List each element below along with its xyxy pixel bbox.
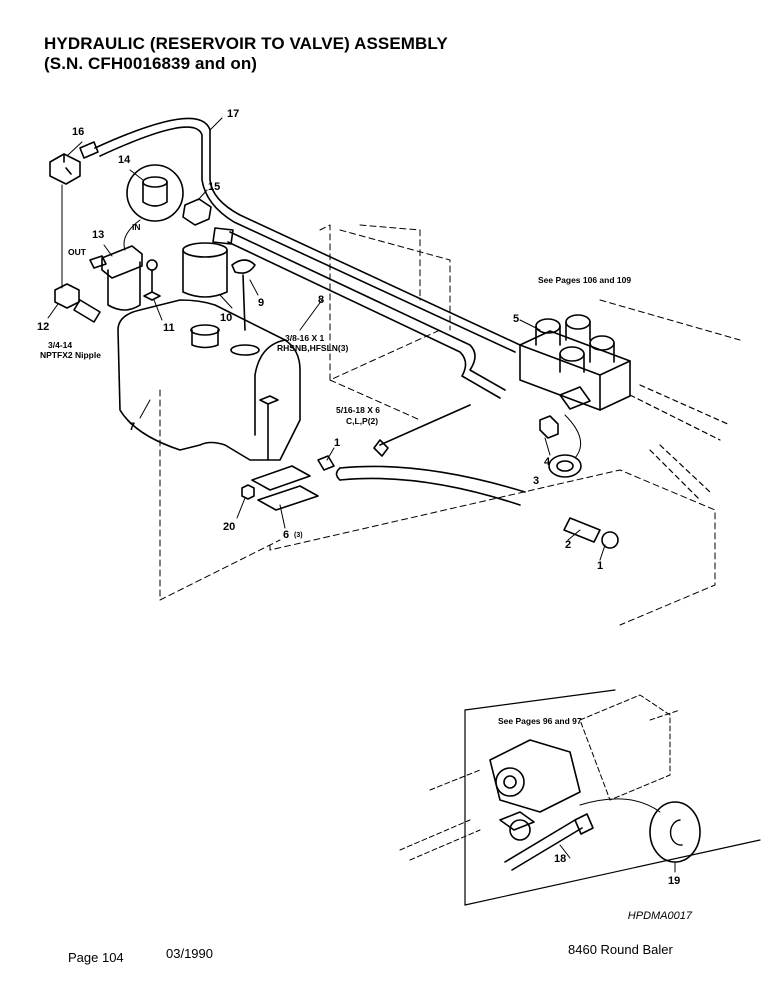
callout-11: 11 <box>163 322 175 334</box>
callout-10: 10 <box>220 312 232 324</box>
callout-17: 17 <box>227 108 239 120</box>
elbow-12 <box>54 283 101 323</box>
o-ring-3 <box>548 454 582 478</box>
bolt-b-line2: C,L,P(2) <box>346 416 378 426</box>
model-name: 8460 Round Baler <box>568 942 673 957</box>
note-see-pages-valve: See Pages 106 and 109 <box>538 275 631 285</box>
filter-element-14 <box>126 164 184 222</box>
right-hoses <box>629 384 731 501</box>
valve-5 <box>519 314 631 411</box>
o-ring-19 <box>649 801 701 863</box>
hose-8 <box>212 227 506 399</box>
page-subtitle: (S.N. CFH0016839 and on) <box>44 54 258 73</box>
callout-13: 13 <box>92 229 104 241</box>
canister-10 <box>182 242 228 298</box>
callout-9: 9 <box>258 297 264 309</box>
callout-1-lower: 1 <box>597 560 603 572</box>
bolt-b <box>373 404 471 457</box>
bolt-a-line2: RHSNB,HFSLN(3) <box>277 343 348 353</box>
callout-16: 16 <box>72 126 84 138</box>
callout-20: 20 <box>223 521 235 533</box>
figure-code: HPDMA0017 <box>627 910 692 922</box>
tee-16 <box>49 153 81 185</box>
nipple-line1: 3/4-14 <box>48 340 72 350</box>
callout-5: 5 <box>513 313 519 325</box>
page-title: HYDRAULIC (RESERVOIR TO VALVE) ASSEMBLY <box>44 34 448 53</box>
callout-7: 7 <box>129 421 135 433</box>
hose-2 <box>563 517 619 549</box>
suction-hose <box>317 455 526 506</box>
pump-lines <box>399 709 681 861</box>
bolt-b-line1: 5/16-18 X 6 <box>336 405 380 415</box>
dipstick-9 <box>231 259 256 331</box>
note-see-pages-pump: See Pages 96 and 97 <box>498 716 582 726</box>
callout-6: 6 <box>283 529 289 541</box>
revision-date: 03/1990 <box>166 946 213 961</box>
callout-12: 12 <box>37 321 49 333</box>
tee-15 <box>182 198 212 226</box>
label-out: OUT <box>68 247 87 257</box>
bracket-6 <box>251 465 319 511</box>
hose-18 <box>504 813 594 871</box>
callout-19: 19 <box>668 875 680 887</box>
callout-1-upper: 1 <box>334 437 340 449</box>
bolt-a <box>259 395 279 461</box>
reservoir-7 <box>117 299 301 461</box>
frame-dashed <box>159 224 741 626</box>
callout-15: 15 <box>208 181 220 193</box>
nipple-line2: NPTFX2 Nipple <box>40 350 101 360</box>
hose-17 <box>79 117 521 353</box>
callout-2: 2 <box>565 539 571 551</box>
callout-14: 14 <box>118 154 131 166</box>
screw-11 <box>143 259 161 301</box>
bolt-a-line1: 3/8-16 X 1 <box>285 333 324 343</box>
callout-8: 8 <box>318 294 324 306</box>
fitting-4 <box>539 415 559 439</box>
pump <box>489 694 671 841</box>
callout-18: 18 <box>554 853 566 865</box>
plug-20 <box>241 484 255 500</box>
leader-lines <box>47 117 676 873</box>
filter-head-13 <box>89 245 143 311</box>
page-number: Page 104 <box>68 950 124 965</box>
pump-inset-frame <box>464 689 761 906</box>
callout-3: 3 <box>533 475 539 487</box>
label-in: IN <box>132 222 141 232</box>
callout-6-qty: (3) <box>294 532 303 539</box>
callout-4: 4 <box>544 456 551 468</box>
